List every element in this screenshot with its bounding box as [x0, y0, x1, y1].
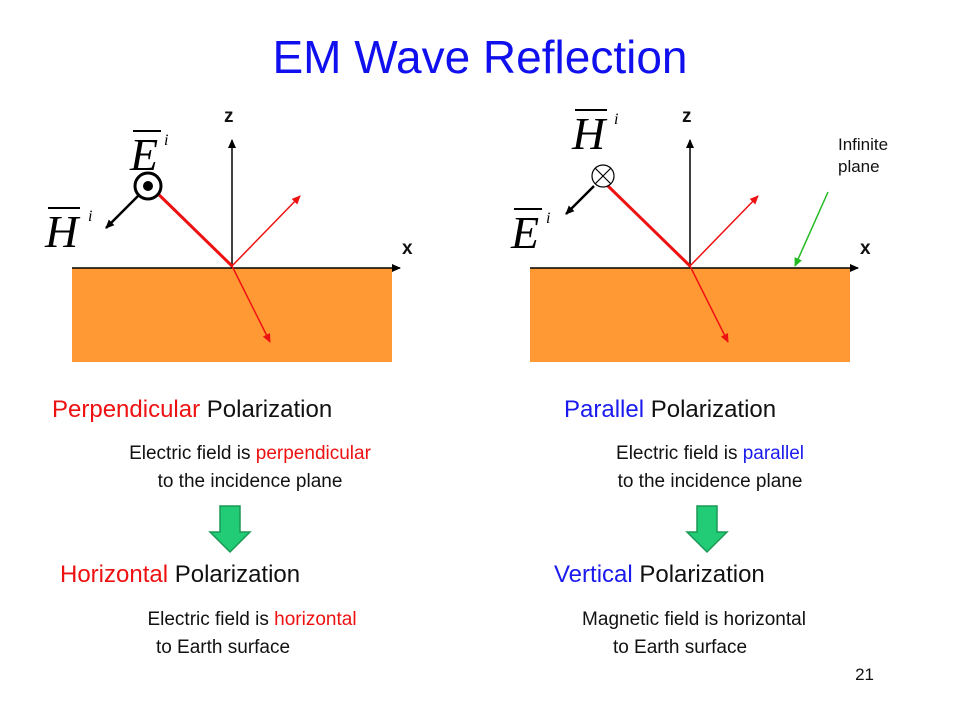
left-z-label: z	[224, 106, 234, 127]
right-incident-ray	[606, 184, 692, 268]
left-medium	[72, 268, 392, 362]
horizontal-description: Electric field is horizontal to Earth su…	[147, 609, 357, 658]
plane-pointer-arrow	[794, 191, 829, 267]
slide-title: EM Wave Reflection	[272, 31, 688, 83]
perpendicular-description: Electric field is perpendicular to the i…	[129, 443, 371, 492]
left-h-vector	[105, 194, 140, 229]
right-x-label: x	[860, 238, 871, 259]
page-number: 21	[855, 665, 874, 684]
right-medium	[530, 268, 850, 362]
left-diagram	[72, 139, 401, 362]
right-diagram	[530, 139, 859, 362]
left-transmitted-ray	[231, 265, 271, 343]
right-z-label: z	[682, 106, 692, 127]
left-reflected-ray	[231, 195, 301, 267]
right-transmitted-ray	[689, 265, 729, 343]
right-reflected-ray	[689, 195, 759, 267]
vertical-description: Magnetic field is horizontal to Earth su…	[582, 609, 806, 658]
perpendicular-polarization-heading: Perpendicular Polarization	[52, 396, 333, 423]
right-e-vector	[565, 185, 595, 215]
right-down-arrow	[685, 505, 729, 554]
parallel-polarization-heading: Parallel Polarization	[564, 396, 777, 423]
left-down-arrow	[208, 505, 252, 554]
vertical-polarization-heading: Vertical Polarization	[554, 561, 765, 588]
left-incident-ray	[148, 184, 234, 268]
horizontal-polarization-heading: Horizontal Polarization	[60, 561, 301, 588]
left-x-label: x	[402, 238, 413, 259]
infinite-plane-label: Infinite plane	[838, 135, 889, 176]
parallel-description: Electric field is parallel to the incide…	[616, 443, 804, 492]
